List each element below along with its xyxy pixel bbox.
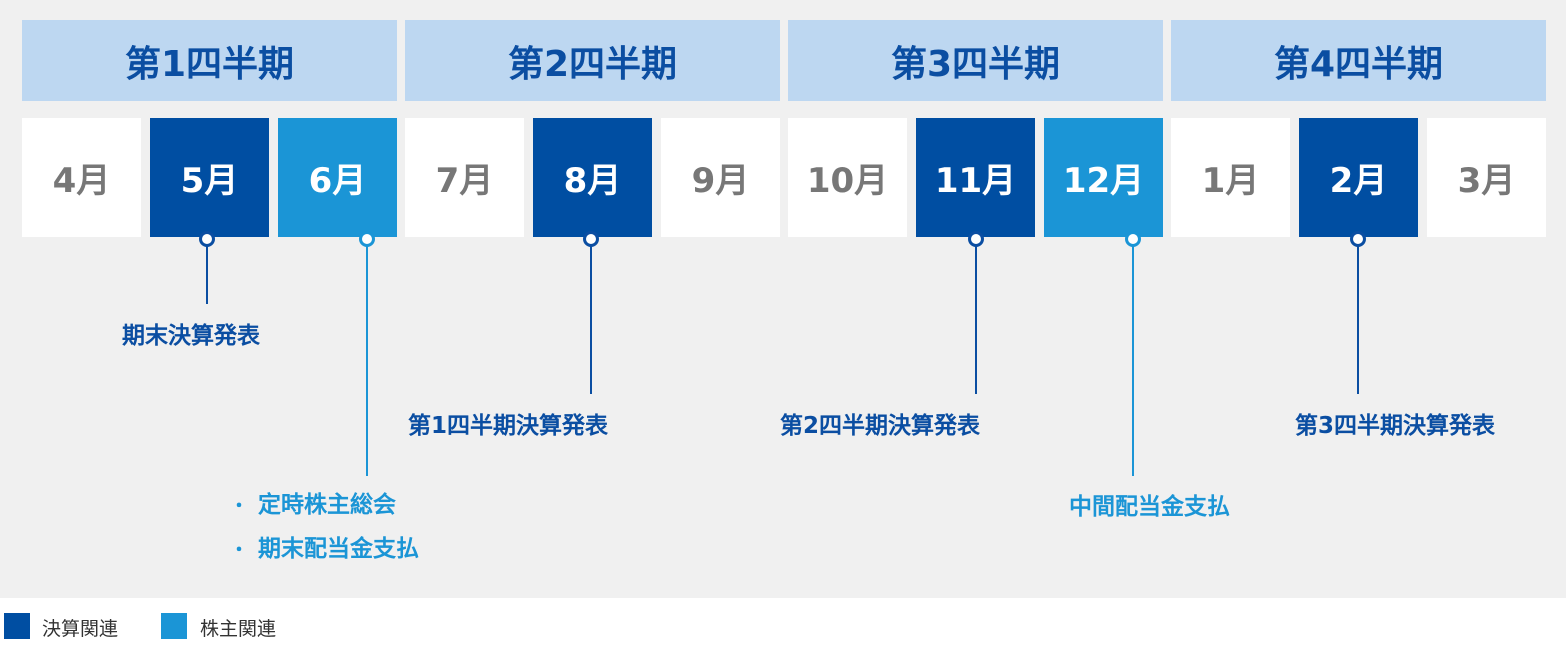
quarter-3-header: 第3四半期 xyxy=(788,20,1163,101)
bullet-mark: ・ xyxy=(230,540,248,561)
event-nov: 第2四半期決算発表 xyxy=(780,413,981,439)
event-jun-item-1: ・定時株主総会 xyxy=(230,485,396,519)
quarter-2-header: 第2四半期 xyxy=(405,20,780,101)
month-cell-jul: 7月 xyxy=(405,118,524,237)
connector-line-aug xyxy=(590,238,592,394)
month-cell-may: 5月 xyxy=(150,118,269,237)
connector-dot-feb xyxy=(1350,231,1366,247)
event-may: 期末決算発表 xyxy=(122,323,260,349)
legend-swatch-settle xyxy=(4,613,30,639)
quarter-4-header: 第4四半期 xyxy=(1171,20,1546,101)
event-jun-text-1: 定時株主総会 xyxy=(258,492,396,518)
connector-line-feb xyxy=(1357,238,1359,394)
connector-line-nov xyxy=(975,238,977,394)
event-feb: 第3四半期決算発表 xyxy=(1295,413,1496,439)
event-jun-item-2: ・期末配当金支払 xyxy=(230,529,419,563)
event-jun-text-2: 期末配当金支払 xyxy=(258,536,419,562)
month-cell-mar: 3月 xyxy=(1427,118,1546,237)
month-cell-nov: 11月 xyxy=(916,118,1035,237)
quarter-1-header: 第1四半期 xyxy=(22,20,397,101)
bullet-mark: ・ xyxy=(230,496,248,517)
connector-line-may xyxy=(206,238,208,304)
connector-dot-may xyxy=(199,231,215,247)
event-aug: 第1四半期決算発表 xyxy=(408,413,609,439)
connector-dot-dec xyxy=(1125,231,1141,247)
event-dec: 中間配当金支払 xyxy=(1069,494,1230,520)
month-cell-oct: 10月 xyxy=(788,118,907,237)
connector-line-jun xyxy=(366,238,368,476)
month-cell-apr: 4月 xyxy=(22,118,141,237)
legend-swatch-share xyxy=(161,613,187,639)
legend-label-share: 株主関連 xyxy=(200,618,277,640)
connector-dot-jun xyxy=(359,231,375,247)
month-cell-aug: 8月 xyxy=(533,118,652,237)
legend-label-settle: 決算関連 xyxy=(42,618,119,640)
connector-dot-aug xyxy=(583,231,599,247)
connector-line-dec xyxy=(1132,238,1134,476)
month-cell-dec: 12月 xyxy=(1044,118,1163,237)
month-cell-feb: 2月 xyxy=(1299,118,1418,237)
month-cell-jun: 6月 xyxy=(278,118,397,237)
month-cell-jan: 1月 xyxy=(1171,118,1290,237)
month-cell-sep: 9月 xyxy=(661,118,780,237)
connector-dot-nov xyxy=(968,231,984,247)
